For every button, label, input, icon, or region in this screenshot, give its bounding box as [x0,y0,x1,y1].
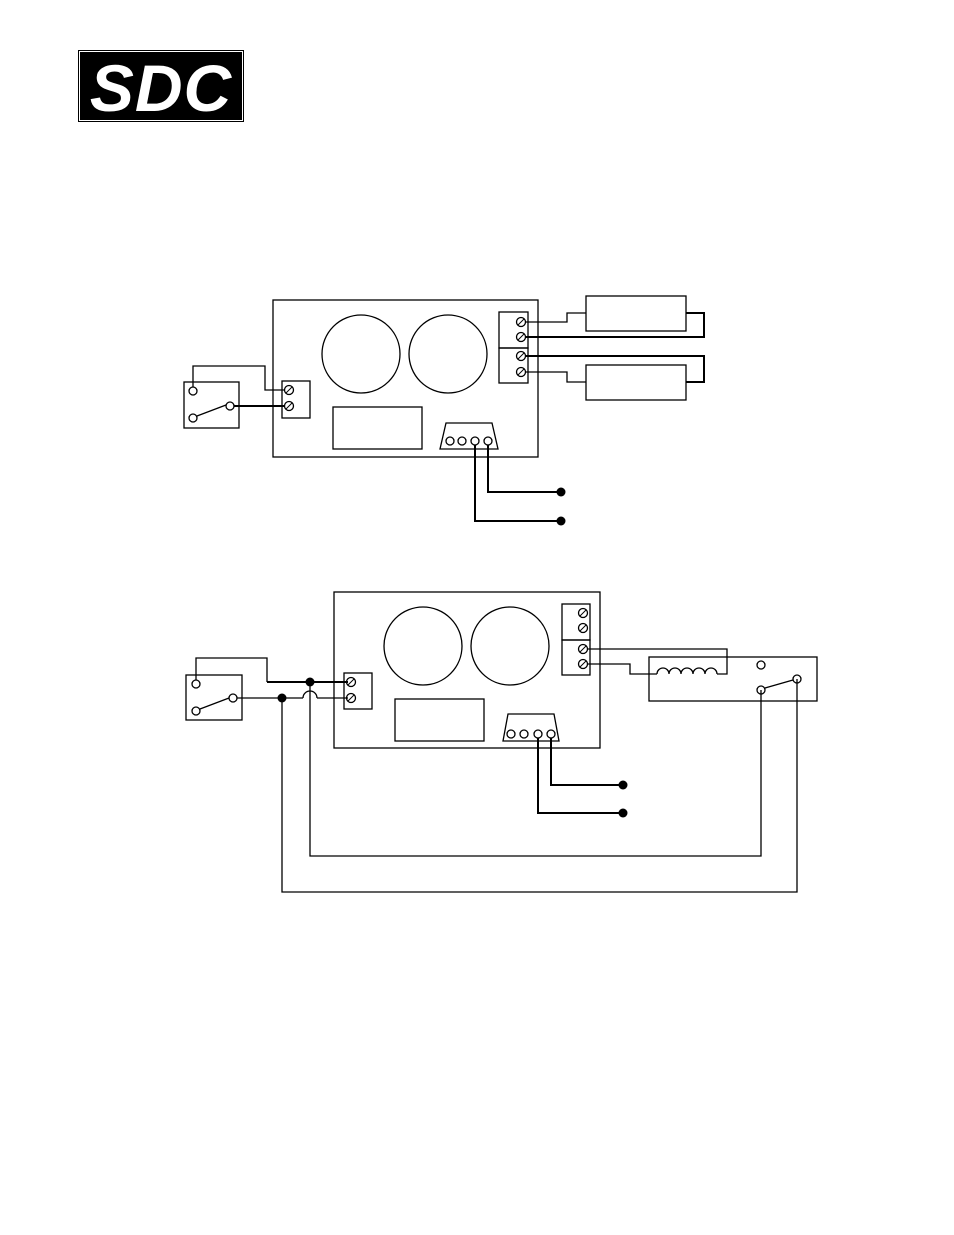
switch-1 [184,382,239,428]
capacitor-right [409,315,487,393]
wiring-diagram-1 [184,296,704,526]
output-terminal-block-lower [499,348,528,383]
switch-terminal-block [344,673,372,709]
controller-board [334,592,600,748]
relay-coil [657,668,717,674]
component-block [333,407,422,449]
capacitor-left [384,607,462,685]
load-lower [586,365,686,400]
wiring-diagram-2 [186,592,817,892]
capacitor-left [322,315,400,393]
supply-lead-terminal [619,809,628,818]
power-input-connector [440,423,498,449]
switch-2 [186,675,242,720]
supply-lead-terminal [619,781,628,790]
output-terminal-block-lower [562,640,590,675]
switch-terminal-block [282,381,310,418]
controller-board [273,300,538,457]
component-block [395,699,484,741]
supply-lead-terminal [557,517,566,526]
output-terminal-block-upper [562,604,590,640]
load-upper [586,296,686,331]
power-input-connector [503,714,559,741]
relay [649,657,817,701]
output-terminal-block-upper [499,312,528,348]
capacitor-right [471,607,549,685]
supply-lead-terminal [557,488,566,497]
